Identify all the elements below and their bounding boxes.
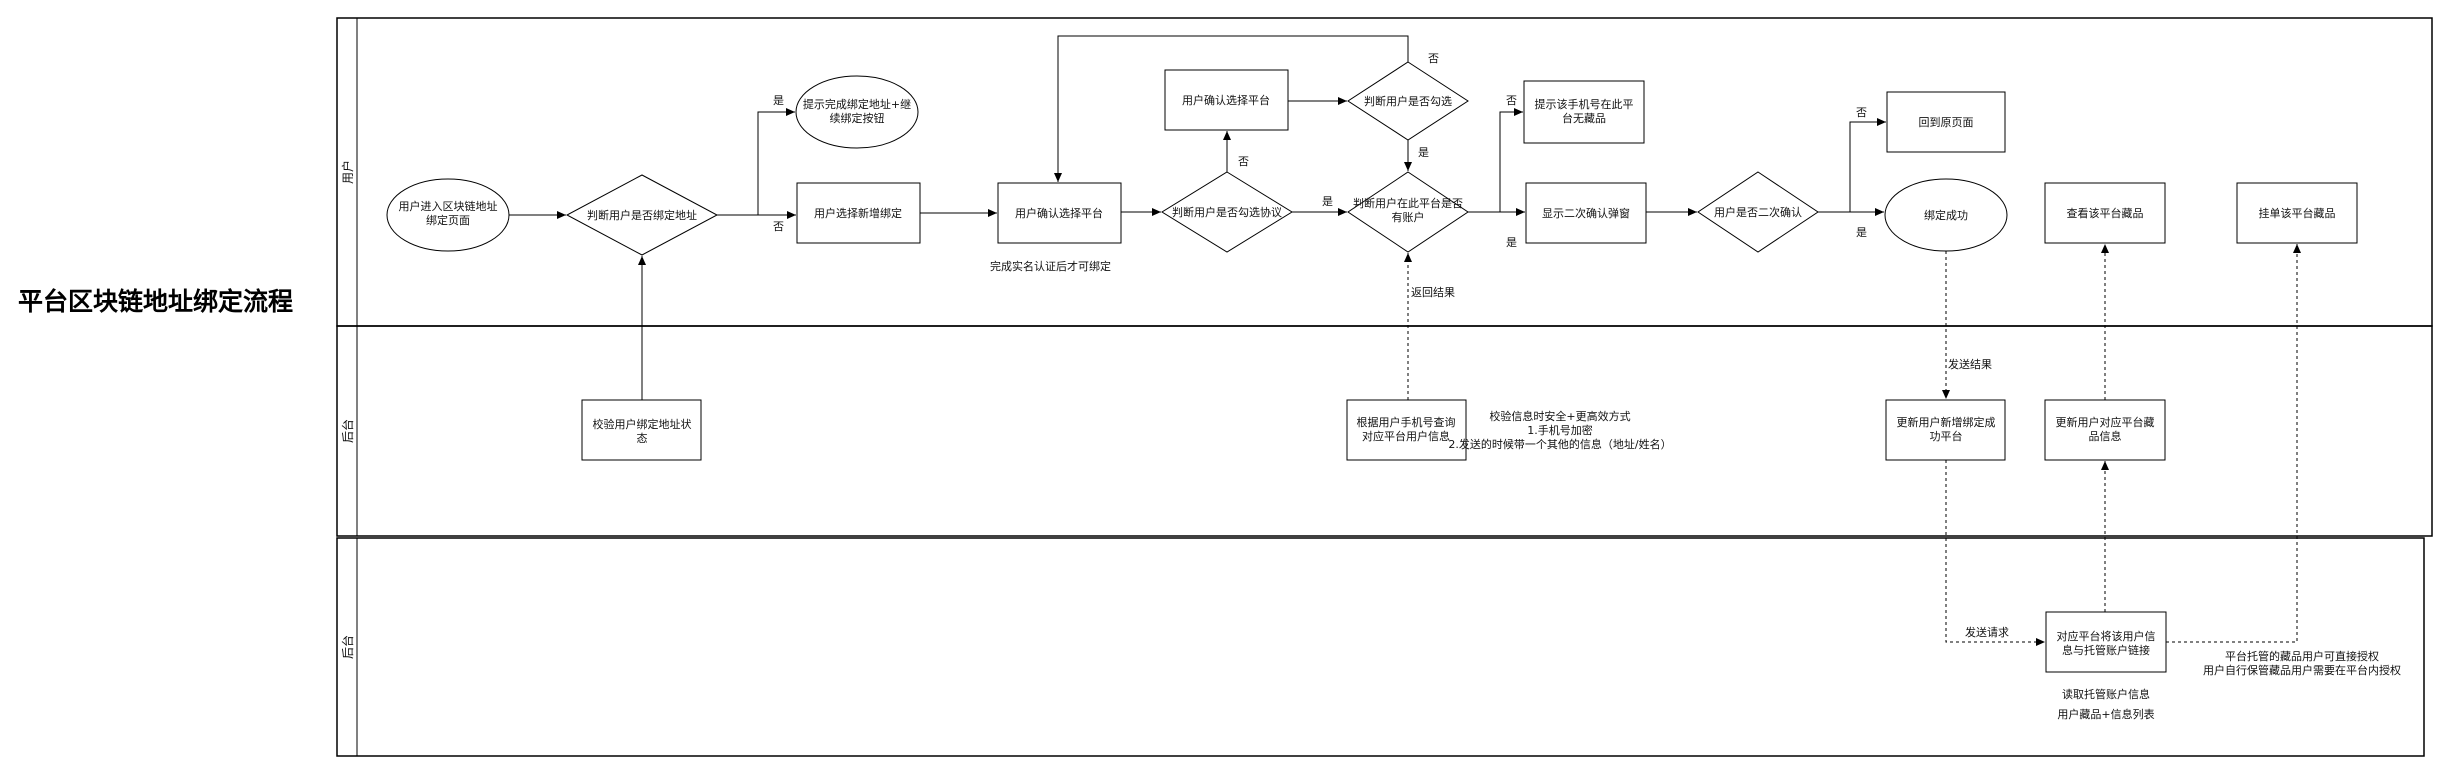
verify-status-box <box>581 399 702 461</box>
label-send-result: 发送结果 <box>1948 357 1992 371</box>
list-items-text: 挂单该平台藏品 <box>2259 206 2336 220</box>
label-read-account: 读取托管账户信息用户藏品+信息列表 <box>2057 687 2154 721</box>
label-realname: 完成实名认证后才可绑定 <box>990 259 1111 273</box>
back-page-box <box>1886 91 2006 153</box>
second-confirm-text: 显示二次确认弹窗 <box>1542 206 1630 220</box>
label-yes-second: 是 <box>1856 226 1867 239</box>
label-no-account: 否 <box>1506 94 1517 107</box>
label-yes-checked: 是 <box>1418 146 1429 159</box>
select-new-box <box>796 182 921 244</box>
decision-bound-text: 判断用户是否绑定地址 <box>587 208 697 222</box>
label-no-bound: 否 <box>773 220 784 233</box>
query-by-phone-text: 根据用户手机号查询对应平台用户信息 <box>1357 415 1456 443</box>
update-items-box <box>2044 399 2166 461</box>
dashed-connectors <box>1404 244 2301 646</box>
decision-agree-text: 判断用户是否勾选协议 <box>1172 205 1282 219</box>
lane-label-backend-2: 后台 <box>340 635 355 659</box>
confirm-platform-box <box>997 182 1122 244</box>
label-no-checked: 否 <box>1428 52 1439 65</box>
page-title: 平台区块链地址绑定流程 <box>18 287 293 316</box>
list-items-box <box>2236 182 2358 244</box>
confirm-platform-text: 用户确认选择平台 <box>1015 206 1103 220</box>
lane-label-user: 用户 <box>340 160 355 184</box>
bind-success-text: 绑定成功 <box>1924 208 1968 222</box>
decision-agree <box>1161 171 1293 253</box>
swimlanes <box>336 17 2433 757</box>
view-items-box <box>2044 182 2166 244</box>
bound-result-text: 提示完成绑定地址+继续绑定按钮 <box>803 97 911 125</box>
verify-status-text: 校验用户绑定地址状态 <box>593 417 692 445</box>
label-yes-bound: 是 <box>773 94 784 107</box>
label-yes-agree: 是 <box>1322 195 1333 208</box>
bound-result-node <box>795 75 919 149</box>
select-new-text: 用户选择新增绑定 <box>814 206 902 220</box>
label-no-agree: 否 <box>1238 155 1249 168</box>
decision-account-text: 判断用户在此平台是否有账户 <box>1353 196 1463 224</box>
label-send-request: 发送请求 <box>1965 625 2009 639</box>
decision-account <box>1347 171 1469 253</box>
no-items-text: 提示该手机号在此平台无藏品 <box>1535 97 1634 125</box>
label-return-result: 返回结果 <box>1411 286 1455 299</box>
decision-second-text: 用户是否二次确认 <box>1714 205 1802 219</box>
decision-checked-text: 判断用户是否勾选 <box>1364 94 1452 108</box>
decision-bound <box>565 174 719 256</box>
decision-second <box>1697 171 1819 253</box>
back-page-text: 回到原页面 <box>1919 116 1974 129</box>
update-bind-text: 更新用户新增绑定成功平台 <box>1897 415 1996 443</box>
platform-link-text: 对应平台将该用户信息与托管账户链接 <box>2057 629 2156 657</box>
confirm-platform2-text: 用户确认选择平台 <box>1182 93 1270 107</box>
connectors <box>509 35 1886 400</box>
platform-link-box <box>2045 611 2167 673</box>
no-items-box <box>1523 80 1645 144</box>
update-items-text: 更新用户对应平台藏品信息 <box>2056 415 2155 443</box>
second-confirm-box <box>1525 182 1647 244</box>
label-yes-account: 是 <box>1506 236 1517 249</box>
confirm-platform2-box <box>1164 69 1289 131</box>
view-items-text: 查看该平台藏品 <box>2067 206 2144 220</box>
label-auth-note: 平台托管的藏品用户可直接授权用户自行保管藏品用户需要在平台内授权 <box>2203 649 2401 677</box>
start-node-text: 用户进入区块链地址绑定页面 <box>399 199 498 227</box>
lane-label-backend: 后台 <box>340 419 355 443</box>
label-no-second: 否 <box>1856 106 1867 119</box>
query-by-phone-box <box>1346 399 1467 461</box>
